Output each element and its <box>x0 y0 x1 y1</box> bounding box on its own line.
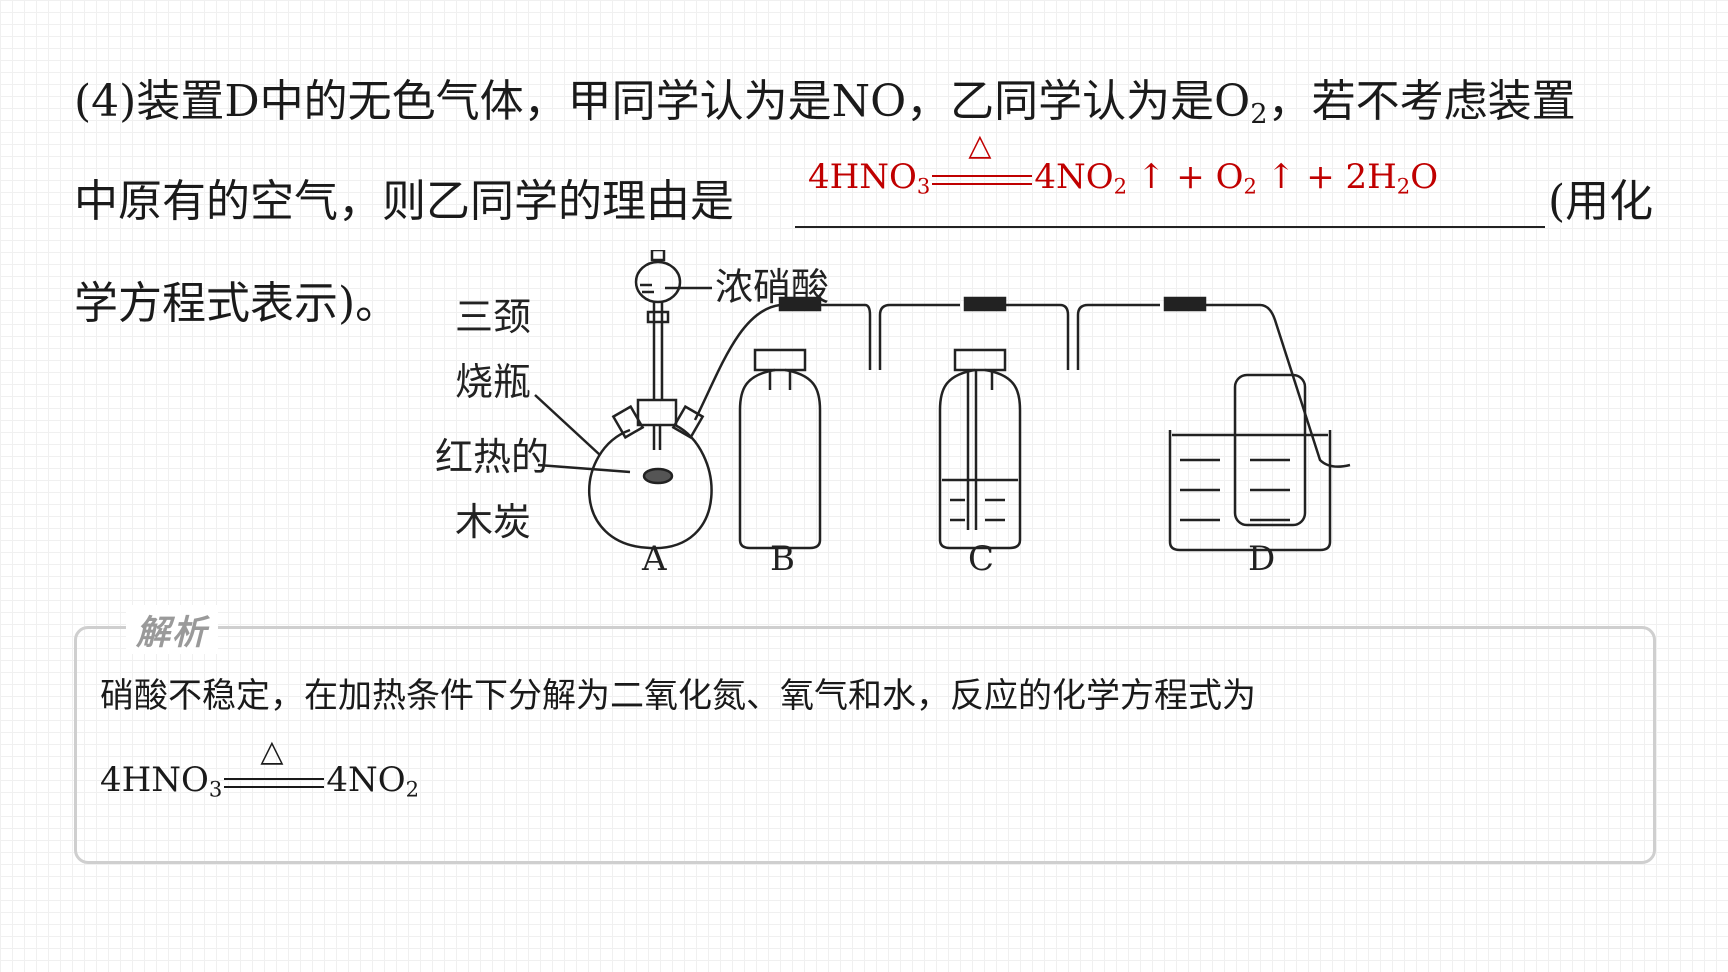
answer-blank <box>795 226 1545 228</box>
wash-bottle-c <box>938 348 1022 550</box>
label-carbon-1: 红热的 <box>435 435 549 479</box>
eq-reactant: 4HNO <box>808 157 917 197</box>
analysis-text: 硝酸不稳定，在加热条件下分解为二氧化氮、氧气和水，反应的化学方程式为 <box>100 676 1256 716</box>
three-neck-flask <box>588 398 713 550</box>
eq-product: 4NO <box>1034 157 1114 197</box>
question-line-2-suffix: (用化 <box>1548 176 1654 227</box>
subscript: 2 <box>1113 173 1128 199</box>
gas-bottle-b <box>738 348 822 550</box>
label-c: C <box>968 539 994 579</box>
eq-product: O <box>1410 157 1439 197</box>
label-b: B <box>770 539 795 579</box>
heat-equals-sign: △ <box>932 131 1033 191</box>
question-text: (4)装置D中的无色气体，甲同学认为是NO，乙同学认为是O <box>74 76 1251 127</box>
label-carbon-2: 木炭 <box>455 500 531 544</box>
question-line-2: 中原有的空气，则乙同学的理由是 <box>74 176 734 227</box>
analysis-box <box>74 626 1656 864</box>
subscript: 3 <box>916 173 931 199</box>
question-line-3: 学方程式表示)。 <box>74 278 400 329</box>
heat-triangle-icon: △ <box>968 128 992 163</box>
eq-product: ↑ + 2H <box>1266 157 1397 197</box>
subscript: 3 <box>208 776 223 802</box>
subscript: 2 <box>1243 173 1257 199</box>
separatory-funnel <box>634 250 682 400</box>
subscript: 2 <box>405 776 420 802</box>
heat-equals-sign: △ <box>224 734 325 794</box>
answer-equation: 4HNO3△4NO2↑ + O2↑ + 2H2O <box>808 131 1439 199</box>
eq-product: ↑ + O <box>1137 157 1244 197</box>
label-flask-1: 三颈 <box>455 295 531 339</box>
heat-triangle-icon: △ <box>260 734 284 769</box>
label-flask-2: 烧瓶 <box>455 360 531 404</box>
label-a: A <box>641 539 667 579</box>
analysis-title: 解析 <box>126 605 218 654</box>
apparatus-diagram: 三颈 烧瓶 红热的 木炭 浓硝酸 <box>435 250 1351 579</box>
subscript: 2 <box>1250 98 1268 130</box>
question-text: ，若不考虑装置 <box>1267 76 1576 127</box>
analysis-equation: 4HNO3 △ 4NO2 <box>100 734 420 802</box>
eq-product: 4NO <box>326 760 406 800</box>
subscript: 2 <box>1396 173 1411 199</box>
question-line-1: (4)装置D中的无色气体，甲同学认为是NO，乙同学认为是O2，若不考虑装置 <box>74 80 1576 128</box>
water-trough-d <box>1168 373 1332 552</box>
eq-reactant: 4HNO <box>100 760 209 800</box>
label-d: D <box>1248 539 1275 579</box>
